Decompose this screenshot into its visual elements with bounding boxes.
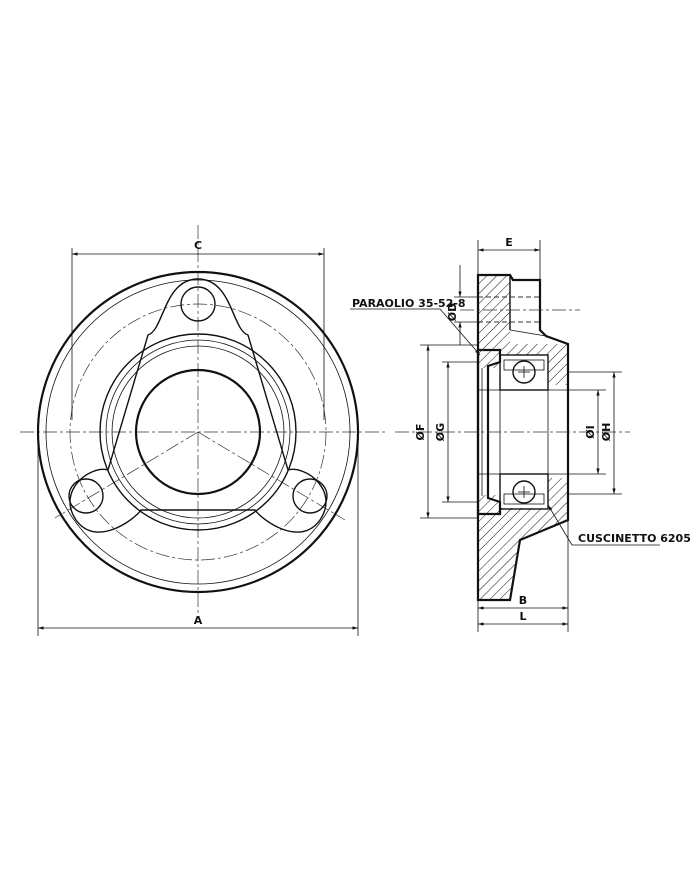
dim-c-label: C bbox=[194, 239, 202, 252]
section-view: E ØD PARAOLIO 35-52-8 ØF ØG ØI ØH bbox=[350, 236, 691, 632]
bearing-callout-label: CUSCINETTO 6205 bbox=[578, 532, 691, 545]
bearing-ball-bottom bbox=[512, 480, 536, 504]
bearing-top-ring bbox=[499, 354, 549, 391]
seal-callout-label: PARAOLIO 35-52-8 bbox=[352, 297, 466, 310]
front-radial-centerline-left bbox=[54, 431, 199, 519]
front-radial-centerline-right bbox=[197, 431, 346, 521]
mounting-hole-left bbox=[68, 478, 104, 514]
front-view: C A bbox=[20, 225, 385, 636]
bolt-circle bbox=[69, 303, 327, 561]
dim-e-label: E bbox=[505, 236, 513, 249]
dim-i-label: ØI bbox=[584, 425, 597, 438]
dim-d-label: ØD bbox=[446, 303, 459, 321]
dim-h-label: ØH bbox=[600, 423, 613, 442]
housing-outline bbox=[476, 273, 570, 602]
hub-outer-circle bbox=[99, 333, 297, 531]
seal-callout-leader bbox=[439, 308, 481, 356]
bearing-bottom-ring bbox=[499, 473, 549, 510]
dim-b-label: B bbox=[519, 594, 527, 607]
hub-chamfer-circle bbox=[105, 339, 291, 525]
dim-g-label: ØG bbox=[434, 423, 447, 441]
flange-fillet-line bbox=[509, 329, 547, 337]
dim-l-label: L bbox=[519, 610, 526, 623]
hub-inner-ring bbox=[111, 345, 285, 519]
mounting-hole-top bbox=[180, 286, 216, 322]
housing-hatch-top bbox=[478, 275, 568, 385]
bearing-ball-top bbox=[512, 360, 536, 384]
bore-circle bbox=[134, 368, 262, 496]
triangular-boss bbox=[69, 278, 327, 533]
dim-a-label: A bbox=[194, 614, 203, 627]
flange-chamfer-circle bbox=[45, 279, 351, 585]
mounting-hole-right bbox=[292, 478, 328, 514]
dim-f-label: ØF bbox=[414, 424, 427, 441]
oil-seal bbox=[476, 348, 502, 516]
